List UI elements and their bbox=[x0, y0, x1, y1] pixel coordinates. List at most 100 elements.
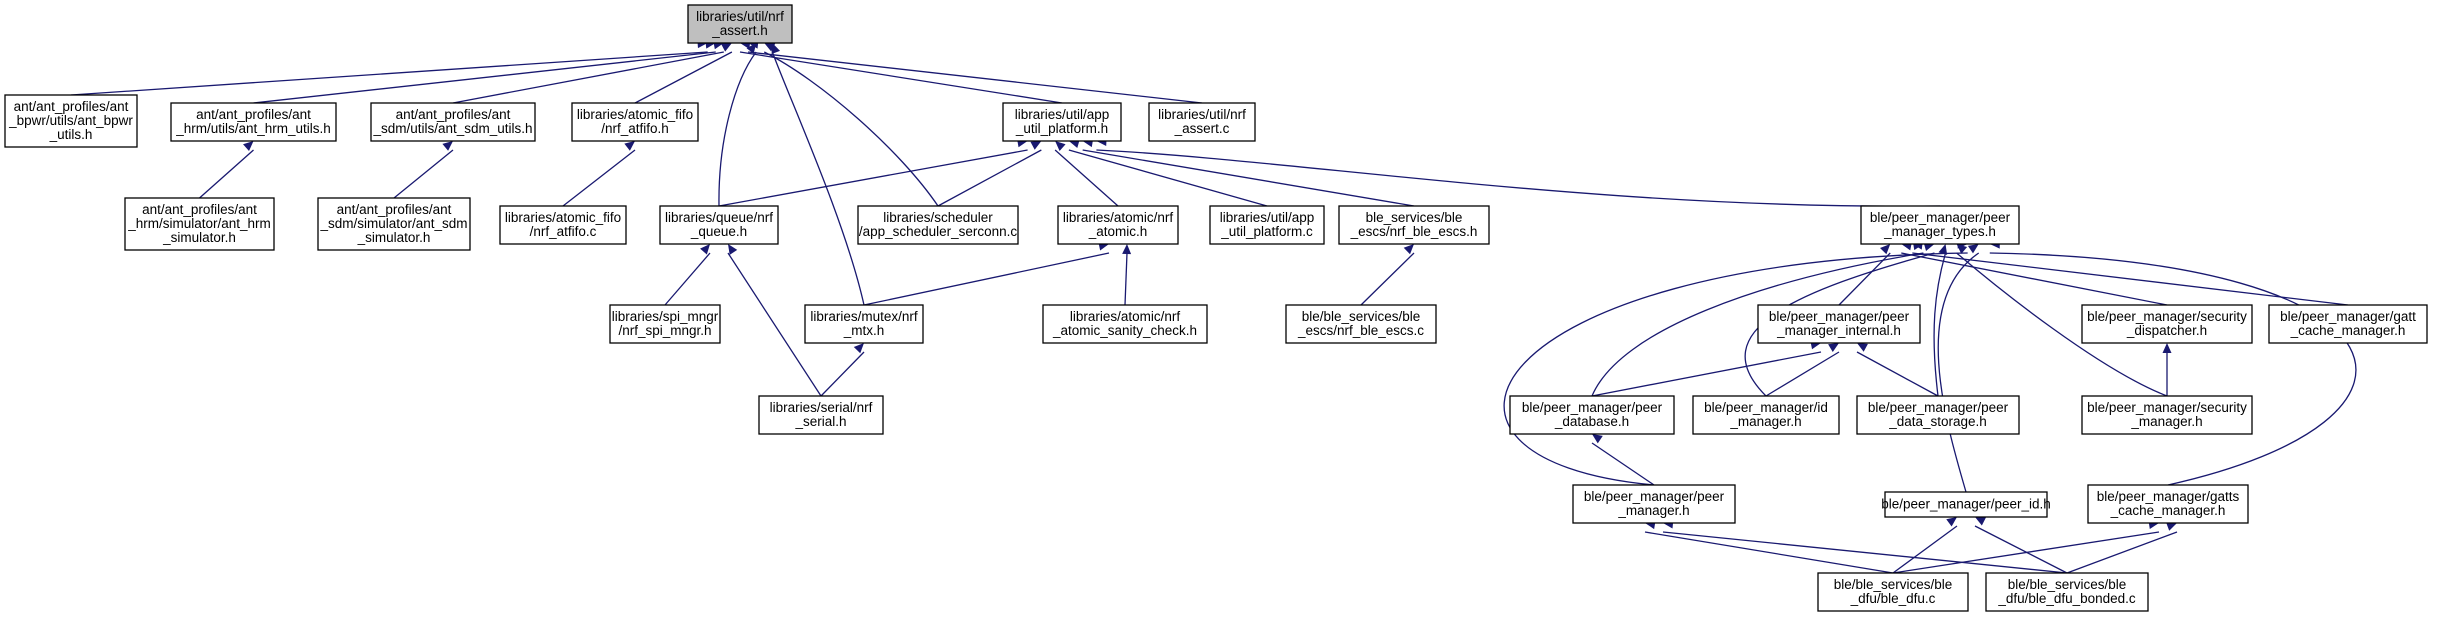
node-pm_h[interactable]: ble/peer_manager/peer_manager.h bbox=[1572, 484, 1736, 524]
node-label-line: _manager_types.h bbox=[1883, 224, 1996, 239]
node-atfifo_h[interactable]: libraries/atomic_fifo/nrf_atfifo.h bbox=[571, 102, 699, 142]
node-box bbox=[2081, 395, 2253, 435]
node-mtx[interactable]: libraries/mutex/nrf_mtx.h bbox=[804, 304, 924, 344]
node-sdm_utils[interactable]: ant/ant_profiles/ant_sdm/utils/ant_sdm_u… bbox=[370, 102, 536, 142]
node-label-line: ble/peer_manager/security bbox=[2087, 400, 2247, 415]
node-pds[interactable]: ble/peer_manager/peer_data_storage.h bbox=[1856, 395, 2020, 435]
node-label-line: ble/peer_manager/security bbox=[2087, 309, 2247, 324]
edge-sanity-to-atomic_h bbox=[1124, 252, 1128, 306]
arrowhead-atfifo_c-to-atfifo_h bbox=[624, 141, 635, 151]
node-app_util_platform_c[interactable]: libraries/util/app_util_platform.c bbox=[1209, 205, 1325, 245]
node-gcm_h[interactable]: ble/peer_manager/gatt_cache_manager.h bbox=[2268, 304, 2428, 344]
node-sec_disp[interactable]: ble/peer_manager/security_dispatcher.h bbox=[2081, 304, 2253, 344]
edge-gcm_h-to-pm_types bbox=[1912, 252, 2349, 306]
edge-sdm_utils-to-root bbox=[452, 51, 724, 104]
node-label-line: libraries/queue/nrf bbox=[665, 210, 773, 225]
node-serial[interactable]: libraries/serial/nrf_serial.h bbox=[758, 395, 884, 435]
node-root[interactable]: libraries/util/nrf_assert.h bbox=[687, 4, 793, 44]
node-label-line: libraries/util/app bbox=[1015, 107, 1110, 122]
node-sdm_sim[interactable]: ant/ant_profiles/ant_sdm/simulator/ant_s… bbox=[317, 197, 471, 251]
node-box bbox=[659, 205, 779, 245]
node-box bbox=[1757, 304, 1921, 344]
arrowhead-dfu_bonded-to-peer_id bbox=[1975, 517, 1986, 526]
node-label-line: ant/ant_profiles/ant bbox=[142, 202, 257, 217]
node-box bbox=[1856, 395, 2020, 435]
node-sched[interactable]: libraries/scheduler/app_scheduler_sercon… bbox=[857, 205, 1019, 245]
node-label-line: /nrf_spi_mngr.h bbox=[618, 323, 711, 338]
node-atfifo_c[interactable]: libraries/atomic_fifo/nrf_atfifo.c bbox=[499, 205, 627, 245]
node-label-line: libraries/scheduler bbox=[883, 210, 993, 225]
arrowhead-sec_mgr-to-sec_disp bbox=[2162, 343, 2172, 353]
edge-pdb-to-pm_internal bbox=[1591, 351, 1822, 397]
edge-app_util_platform_h-to-root bbox=[739, 51, 1063, 104]
node-label-line: /nrf_atfifo.h bbox=[601, 121, 669, 136]
node-queue_h[interactable]: libraries/queue/nrf_queue.h bbox=[659, 205, 779, 245]
edge-sec_disp-to-pm_types bbox=[1901, 252, 2168, 306]
node-bpwr[interactable]: ant/ant_profiles/ant_bpwr/utils/ant_bpwr… bbox=[4, 94, 138, 148]
node-escs_h[interactable]: ble_services/ble_escs/nrf_ble_escs.h bbox=[1338, 205, 1490, 245]
node-escs_c[interactable]: ble/ble_services/ble_escs/nrf_ble_escs.c bbox=[1285, 304, 1437, 344]
node-spi_mngr[interactable]: libraries/spi_mngr/nrf_spi_mngr.h bbox=[609, 304, 721, 344]
node-box bbox=[499, 205, 627, 245]
node-box bbox=[758, 395, 884, 435]
edge-hrm_sim-to-hrm_utils bbox=[199, 149, 254, 199]
node-hrm_sim[interactable]: ant/ant_profiles/ant_hrm/simulator/ant_h… bbox=[124, 197, 275, 251]
node-box bbox=[1209, 205, 1325, 245]
node-label-line: /nrf_atfifo.c bbox=[530, 224, 597, 239]
node-label-line: /app_scheduler_serconn.c bbox=[859, 224, 1018, 239]
node-box bbox=[4, 94, 138, 148]
node-sec_mgr[interactable]: ble/peer_manager/security_manager.h bbox=[2081, 395, 2253, 435]
node-id_mgr[interactable]: ble/peer_manager/id_manager.h bbox=[1692, 395, 1840, 435]
edge-dfu-to-gatts_cm bbox=[1892, 531, 2160, 574]
edge-pm_internal-to-pm_types bbox=[1838, 252, 1891, 306]
arrowhead-sdm_sim-to-sdm_utils bbox=[442, 141, 453, 151]
edge-sched-to-root bbox=[763, 51, 939, 207]
node-box bbox=[857, 205, 1019, 245]
node-pm_internal[interactable]: ble/peer_manager/peer_manager_internal.h bbox=[1757, 304, 1921, 344]
node-box bbox=[1884, 491, 2048, 518]
node-label-line: ble/peer_manager/id bbox=[1704, 400, 1828, 415]
node-atomic_h[interactable]: libraries/atomic/nrf_atomic.h bbox=[1057, 205, 1179, 245]
node-box bbox=[1285, 304, 1437, 344]
node-sanity[interactable]: libraries/atomic/nrf_atomic_sanity_check… bbox=[1042, 304, 1208, 344]
node-label-line: libraries/util/nrf bbox=[696, 9, 784, 24]
node-box bbox=[2087, 484, 2249, 524]
arrowhead-dfu_bonded-to-gatts_cm bbox=[2166, 522, 2177, 531]
node-label-line: _manager.h bbox=[1729, 414, 1801, 429]
node-pdb[interactable]: ble/peer_manager/peer_database.h bbox=[1509, 395, 1675, 435]
node-label-line: _escs/nrf_ble_escs.c bbox=[1297, 323, 1424, 338]
node-label-line: ble/peer_manager/peer bbox=[1584, 489, 1725, 504]
node-hrm_utils[interactable]: ant/ant_profiles/ant_hrm/utils/ant_hrm_u… bbox=[170, 102, 337, 142]
arrowhead-mtx-to-root bbox=[771, 43, 781, 54]
node-label-line: ble/peer_manager/gatts bbox=[2097, 489, 2240, 504]
node-dfu_bonded[interactable]: ble/ble_services/ble_dfu/ble_dfu_bonded.… bbox=[1985, 572, 2149, 612]
node-peer_id[interactable]: ble/peer_manager/peer_id.h bbox=[1881, 491, 2051, 518]
edge-pm_types-to-app_util_platform_h bbox=[1096, 149, 1941, 207]
edge-pds-to-pm_internal bbox=[1856, 351, 1939, 397]
node-label-line: libraries/atomic_fifo bbox=[577, 107, 693, 122]
node-gatts_cm[interactable]: ble/peer_manager/gatts_cache_manager.h bbox=[2087, 484, 2249, 524]
node-box bbox=[609, 304, 721, 344]
node-label-line: _bpwr/utils/ant_bpwr bbox=[8, 113, 133, 128]
arrowhead-peer_id-to-pm_types bbox=[1967, 244, 1979, 254]
node-label-line: _simulator.h bbox=[162, 230, 236, 245]
arrowhead-atomic_h-to-app_util_platform_h bbox=[1055, 141, 1066, 152]
node-label-line: _utils.h bbox=[49, 127, 93, 142]
node-box bbox=[124, 197, 275, 251]
edge-queue_h-to-root bbox=[718, 51, 757, 207]
node-app_util_platform_h[interactable]: libraries/util/app_util_platform.h bbox=[1002, 102, 1122, 142]
node-nrf_assert_c[interactable]: libraries/util/nrf_assert.c bbox=[1148, 102, 1256, 142]
edge-dfu-to-peer_id bbox=[1892, 525, 1958, 574]
node-label-line: ble/peer_manager/peer bbox=[1868, 400, 2009, 415]
node-box bbox=[1572, 484, 1736, 524]
node-dfu[interactable]: ble/ble_services/ble_dfu/ble_dfu.c bbox=[1817, 572, 1969, 612]
edges-layer bbox=[70, 39, 2357, 574]
node-label-line: ant/ant_profiles/ant bbox=[14, 99, 129, 114]
node-label-line: _manager_internal.h bbox=[1776, 323, 1901, 338]
edge-queue_h-to-app_util_platform_h bbox=[718, 149, 1028, 207]
node-label-line: ant/ant_profiles/ant bbox=[396, 107, 511, 122]
node-pm_types[interactable]: ble/peer_manager/peer_manager_types.h bbox=[1860, 205, 2020, 245]
arrowhead-pm_h-to-pdb bbox=[1592, 434, 1603, 444]
edge-bpwr-to-root bbox=[70, 51, 708, 96]
